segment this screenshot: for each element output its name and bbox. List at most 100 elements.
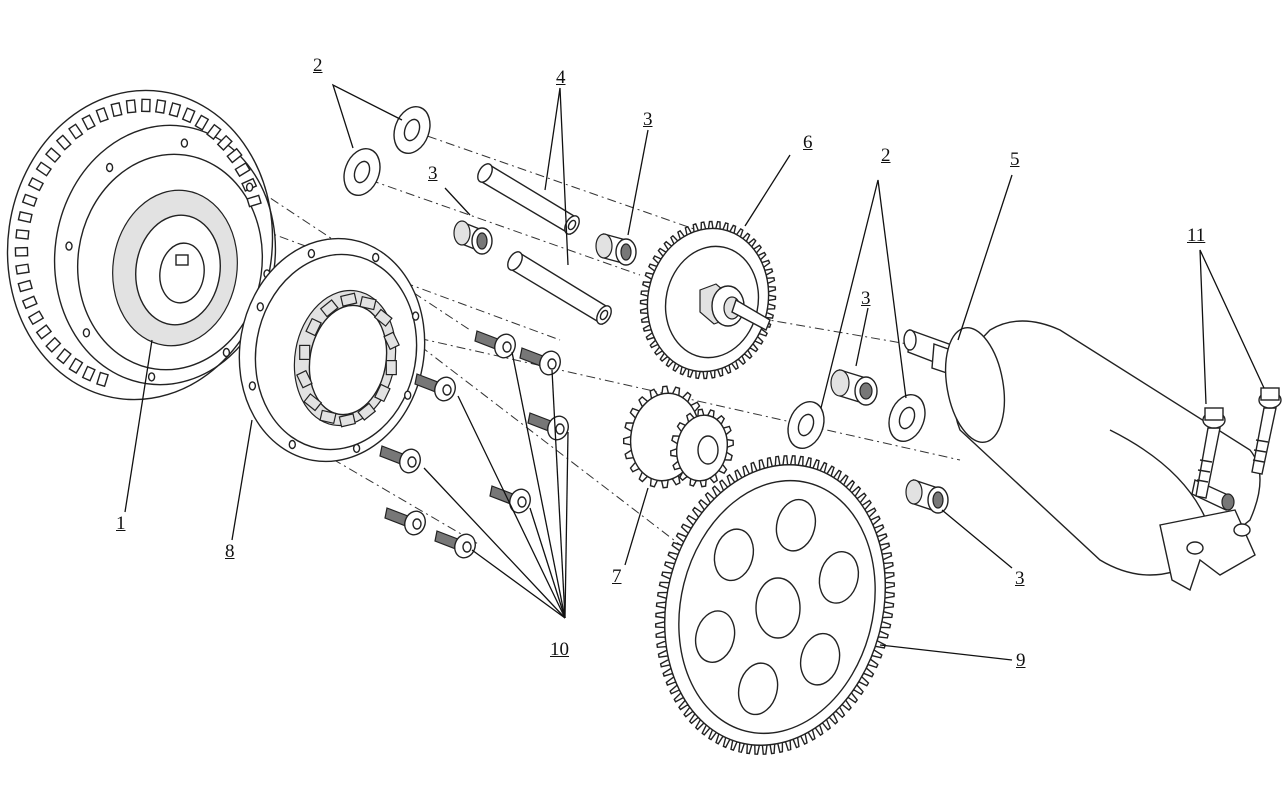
washer-lower-right xyxy=(888,394,926,442)
clutch-bolt-hole xyxy=(404,390,412,400)
callout-1: 1 xyxy=(116,513,126,534)
clutch-bolt-hole xyxy=(372,252,380,263)
washer-upper-right xyxy=(393,106,431,154)
clutch-bolt-hole xyxy=(256,302,264,312)
callout-3-middle: 3 xyxy=(643,109,653,130)
driven-gear-lightening-hole xyxy=(799,632,841,686)
callout-9: 9 xyxy=(1016,650,1026,671)
callout-4: 4 xyxy=(556,67,566,88)
socket-bolt-hex xyxy=(555,423,565,435)
socket-bolt xyxy=(527,412,569,441)
needle-bearing-2 xyxy=(595,233,637,266)
washer-upper-left xyxy=(343,148,381,196)
socket-bolt-head xyxy=(399,448,421,474)
flywheel-tooth xyxy=(81,114,96,131)
clutch-roller xyxy=(319,299,339,318)
socket-bolt xyxy=(414,373,456,402)
flywheel-tooth xyxy=(246,194,262,208)
socket-bolt-head xyxy=(494,333,516,359)
clutch-roller xyxy=(385,360,397,376)
socket-bolt-hex xyxy=(517,496,527,508)
clutch-roller xyxy=(373,308,393,327)
needle-bearing-1 xyxy=(453,220,493,255)
callout-2-upper: 2 xyxy=(313,55,323,76)
flywheel-tooth xyxy=(68,123,84,140)
flywheel-tooth xyxy=(110,102,123,118)
flywheel-part xyxy=(6,89,277,401)
socket-bolt-hex xyxy=(412,518,422,530)
flywheel-tooth xyxy=(206,123,222,141)
clutch-bolt-hole xyxy=(411,311,420,321)
clutch-roller xyxy=(303,393,323,412)
double-gear-part xyxy=(623,385,735,489)
flywheel-bolt-hole xyxy=(222,347,231,358)
flywheel-bolt-hole xyxy=(245,182,254,192)
flywheel-tooth xyxy=(27,176,45,192)
callout-5: 5 xyxy=(1010,149,1020,170)
callout-7: 7 xyxy=(612,566,622,587)
flywheel-tooth xyxy=(125,99,137,114)
driven-gear-lightening-hole xyxy=(713,528,755,582)
driven-gear-center-hole xyxy=(755,577,801,639)
callout-2-lower: 2 xyxy=(881,145,891,166)
shaft-upper xyxy=(477,162,580,236)
callout-8: 8 xyxy=(225,541,235,562)
idler-gear-part xyxy=(639,220,777,380)
clutch-roller xyxy=(338,413,356,428)
flywheel-tooth xyxy=(68,357,84,374)
clutch-roller xyxy=(340,292,358,307)
needle-bearing-3 xyxy=(830,369,878,406)
clutch-roller xyxy=(357,402,377,421)
driven-gear-lightening-hole xyxy=(737,662,779,716)
motor-bolt-left xyxy=(1195,407,1226,499)
flywheel-tooth xyxy=(216,134,233,151)
flywheel-bolt-hole xyxy=(82,328,91,338)
clutch-bolt-hole xyxy=(352,443,361,454)
one-way-clutch-bolt-holes xyxy=(248,248,420,454)
starter-driven-gear-part xyxy=(654,455,896,755)
flywheel-bolt-hole xyxy=(180,138,189,148)
flywheel-tooth xyxy=(21,193,38,207)
flywheel-tooth xyxy=(45,336,62,353)
flywheel-tooth xyxy=(17,279,33,293)
flywheel-tooth xyxy=(15,263,30,275)
socket-bolt xyxy=(519,347,561,376)
shaft-lower xyxy=(507,250,612,326)
flywheel-bolt-holes xyxy=(65,138,271,382)
flywheel-tooth xyxy=(44,147,62,164)
flywheel-tooth xyxy=(15,229,30,240)
socket-bolt-head xyxy=(547,415,569,441)
socket-bolt xyxy=(379,445,421,474)
flywheel-tooth xyxy=(17,211,33,224)
flywheel-tooth xyxy=(226,147,243,164)
needle-bearing-4 xyxy=(905,479,949,514)
flywheel-bolt-hole xyxy=(105,162,114,173)
clutch-roller xyxy=(305,317,322,337)
clutch-roller xyxy=(374,383,391,403)
driven-gear-holes xyxy=(694,498,860,716)
socket-bolt xyxy=(489,485,531,514)
clutch-roller xyxy=(383,331,400,351)
one-way-clutch-rollers xyxy=(296,292,400,428)
clutch-bolt-hole xyxy=(307,248,316,259)
socket-bolt xyxy=(384,507,426,536)
flywheel-tooth xyxy=(56,348,72,365)
one-way-clutch-part xyxy=(238,237,426,463)
flywheel-tooth xyxy=(55,134,72,151)
flywheel-bolt-hole xyxy=(147,372,156,382)
driven-gear-lightening-hole xyxy=(694,610,736,663)
callout-11: 11 xyxy=(1187,225,1206,246)
washer-lower-left xyxy=(787,401,825,449)
flywheel-tooth xyxy=(27,310,45,326)
clutch-roller xyxy=(359,295,377,311)
flywheel-tooth xyxy=(35,324,53,340)
socket-bolt-head xyxy=(454,533,476,559)
callout-10: 10 xyxy=(550,639,569,660)
clutch-bolt-hole xyxy=(248,381,257,391)
flywheel-tooth xyxy=(96,371,109,388)
socket-bolt-head xyxy=(434,376,456,402)
clutch-roller xyxy=(319,409,337,425)
driven-gear-lightening-hole xyxy=(775,498,817,552)
